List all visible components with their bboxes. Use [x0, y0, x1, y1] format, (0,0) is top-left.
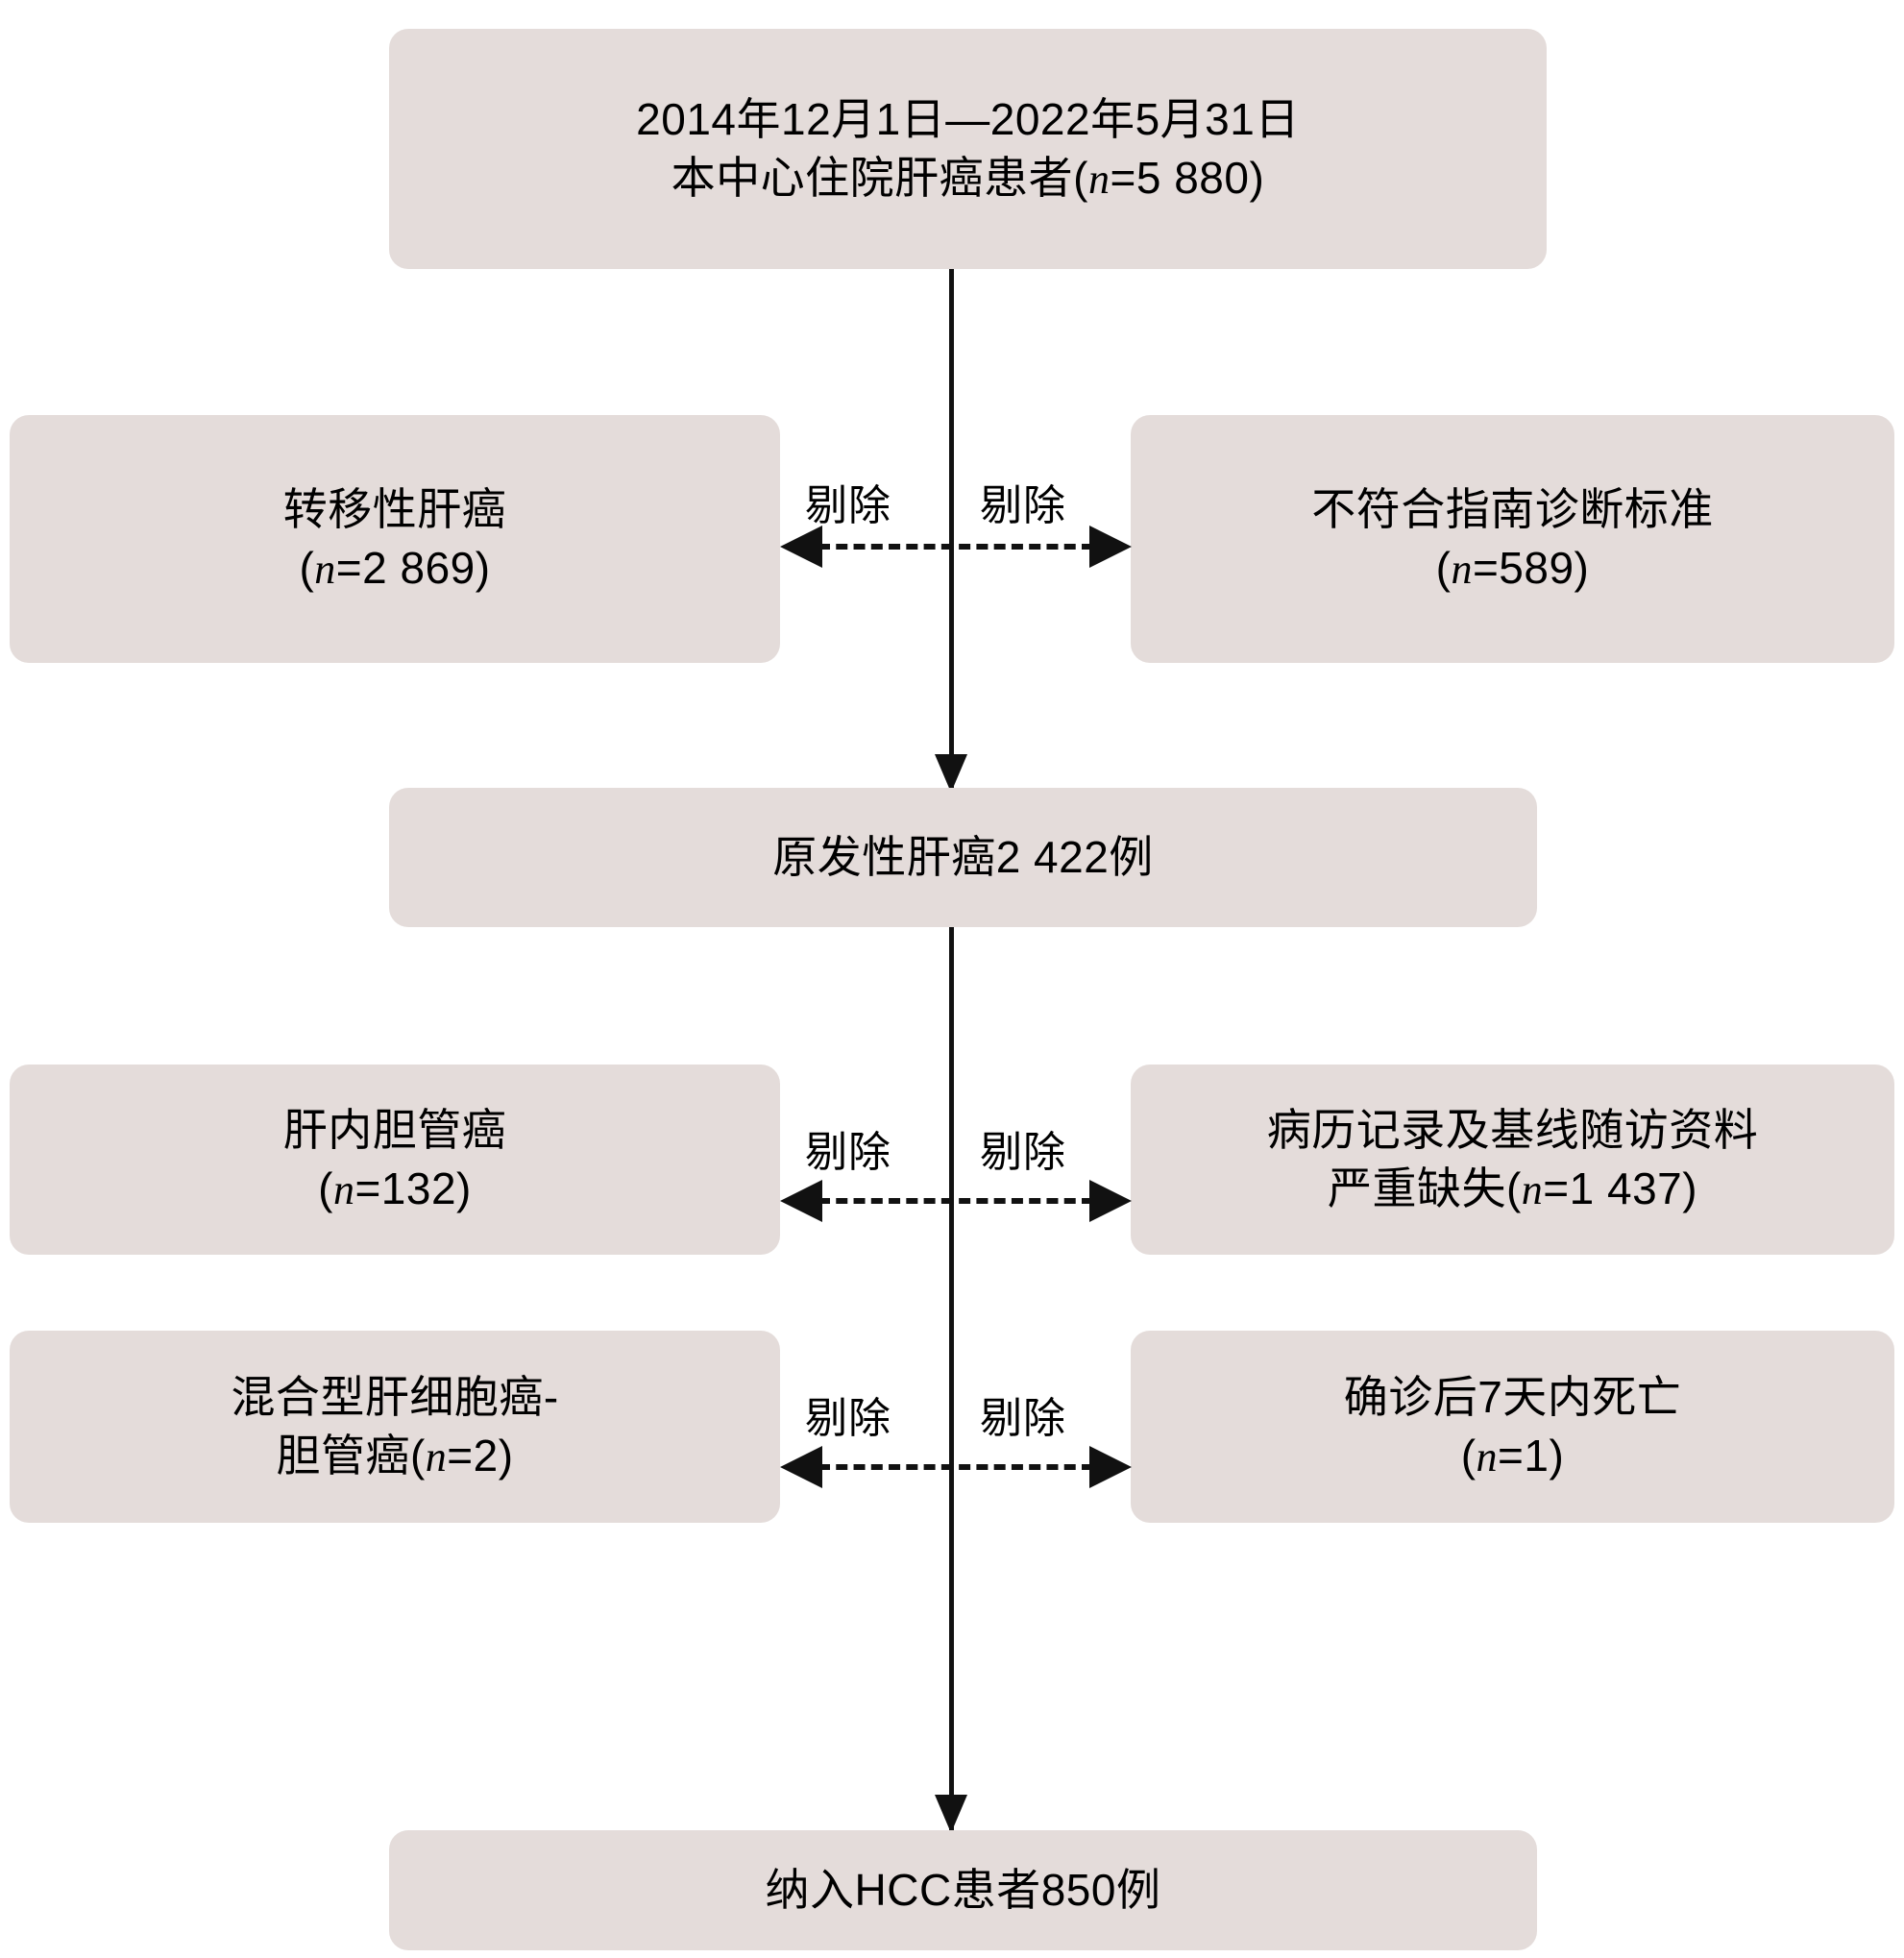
node-source-cohort-text: 2014年12月1日—2022年5月31日本中心住院肝癌患者(n=5 880) — [619, 90, 1317, 208]
spine-segment-source-to-primary — [949, 269, 954, 788]
node-not-meeting-guideline-criteria: 不符合指南诊断标准 (n=589) — [1131, 415, 1894, 663]
excl2-right-n-symbol: n — [1521, 1165, 1544, 1213]
connector-exclusion-3 — [780, 1446, 1132, 1488]
node-mixed-hcc-cca: 混合型肝细胞癌- 胆管癌(n=2) — [10, 1331, 780, 1523]
excl1-right-line2-prefix: ( — [1435, 542, 1452, 593]
excl3-left-line2-suffix: =2) — [447, 1430, 514, 1481]
excl1-right-line2-suffix: =589) — [1472, 542, 1590, 593]
arrowhead-exclusion-2-left — [780, 1180, 822, 1222]
arrowhead-exclusion-1-left — [780, 526, 822, 568]
node-source-cohort: 2014年12月1日—2022年5月31日本中心住院肝癌患者(n=5 880) — [389, 29, 1547, 269]
excl3-right-line1: 确诊后7天内死亡 — [1343, 1372, 1682, 1423]
arrowhead-into-final — [935, 1795, 967, 1833]
excl2-left-n-symbol: n — [332, 1165, 355, 1213]
excl3-right-line2-prefix: ( — [1460, 1430, 1477, 1481]
excl2-left-line1: 肝内胆管癌 — [282, 1105, 507, 1156]
excl2-right-line1: 病历记录及基线随访资料 — [1266, 1105, 1759, 1156]
excl3-left-n-symbol: n — [425, 1432, 448, 1481]
node-metastatic-liver-cancer-text: 转移性肝癌 (n=2 869) — [266, 480, 525, 598]
excl2-right-line2-suffix: =1 437) — [1543, 1163, 1698, 1213]
node-not-meeting-guideline-criteria-text: 不符合指南诊断标准 (n=589) — [1294, 480, 1731, 598]
excl2-left-line2-prefix: ( — [318, 1163, 333, 1213]
node-intrahepatic-cholangiocarcinoma: 肝内胆管癌 (n=132) — [10, 1065, 780, 1255]
node-primary-liver-cancer: 原发性肝癌2 422例 — [389, 788, 1537, 927]
spine-segment-primary-to-final — [949, 927, 954, 1835]
excl1-left-line1: 转移性肝癌 — [282, 484, 507, 535]
exclusion-label-1-right: 剔除 — [980, 482, 1066, 529]
arrowhead-exclusion-3-right — [1089, 1446, 1132, 1488]
node-included-hcc-text: 纳入HCC患者850例 — [765, 1865, 1161, 1916]
excl1-left-n-symbol: n — [314, 545, 336, 593]
excl1-left-line2-suffix: =2 869) — [335, 542, 491, 593]
exclusion-label-3-right: 剔除 — [980, 1395, 1066, 1442]
arrowhead-into-primary — [935, 754, 967, 793]
source-line2-prefix: 本中心住院肝癌患者( — [671, 152, 1088, 203]
excl3-left-line2-prefix: 胆管癌( — [276, 1430, 426, 1481]
exclusion-label-2-right: 剔除 — [980, 1129, 1066, 1176]
source-line1: 2014年12月1日—2022年5月31日 — [636, 94, 1300, 145]
node-death-within-7-days: 确诊后7天内死亡 (n=1) — [1131, 1331, 1894, 1523]
excl3-right-line2-suffix: =1) — [1498, 1430, 1565, 1481]
excl3-left-line1: 混合型肝细胞癌- — [231, 1372, 559, 1423]
dashline-exclusion-2 — [818, 1198, 1093, 1204]
arrowhead-exclusion-2-right — [1089, 1180, 1132, 1222]
exclusion-label-2-left: 剔除 — [805, 1129, 891, 1176]
excl2-right-line2-prefix: 严重缺失( — [1327, 1163, 1522, 1213]
connector-exclusion-2 — [780, 1180, 1132, 1222]
connector-exclusion-1 — [780, 526, 1132, 568]
excl1-right-line1: 不符合指南诊断标准 — [1311, 484, 1714, 535]
exclusion-label-1-left: 剔除 — [805, 482, 891, 529]
excl1-right-n-symbol: n — [1451, 545, 1473, 593]
node-metastatic-liver-cancer: 转移性肝癌 (n=2 869) — [10, 415, 780, 663]
node-missing-records-text: 病历记录及基线随访资料严重缺失(n=1 437) — [1250, 1101, 1776, 1218]
node-mixed-hcc-cca-text: 混合型肝细胞癌- 胆管癌(n=2) — [213, 1368, 575, 1485]
source-n-symbol: n — [1088, 155, 1111, 203]
source-line2-suffix: =5 880) — [1110, 152, 1265, 203]
node-primary-liver-cancer-text: 原发性肝癌2 422例 — [772, 832, 1154, 883]
dashline-exclusion-3 — [818, 1464, 1093, 1470]
excl2-left-line2-suffix: =132) — [354, 1163, 472, 1213]
excl3-right-n-symbol: n — [1476, 1432, 1499, 1481]
dashline-exclusion-1 — [818, 544, 1093, 550]
arrowhead-exclusion-3-left — [780, 1446, 822, 1488]
excl1-left-line2-prefix: ( — [299, 542, 315, 593]
node-included-hcc: 纳入HCC患者850例 — [389, 1830, 1537, 1950]
node-missing-records: 病历记录及基线随访资料严重缺失(n=1 437) — [1131, 1065, 1894, 1255]
node-intrahepatic-cholangiocarcinoma-text: 肝内胆管癌 (n=132) — [266, 1101, 525, 1218]
node-death-within-7-days-text: 确诊后7天内死亡 (n=1) — [1327, 1368, 1699, 1485]
exclusion-label-3-left: 剔除 — [805, 1395, 891, 1442]
arrowhead-exclusion-1-right — [1089, 526, 1132, 568]
